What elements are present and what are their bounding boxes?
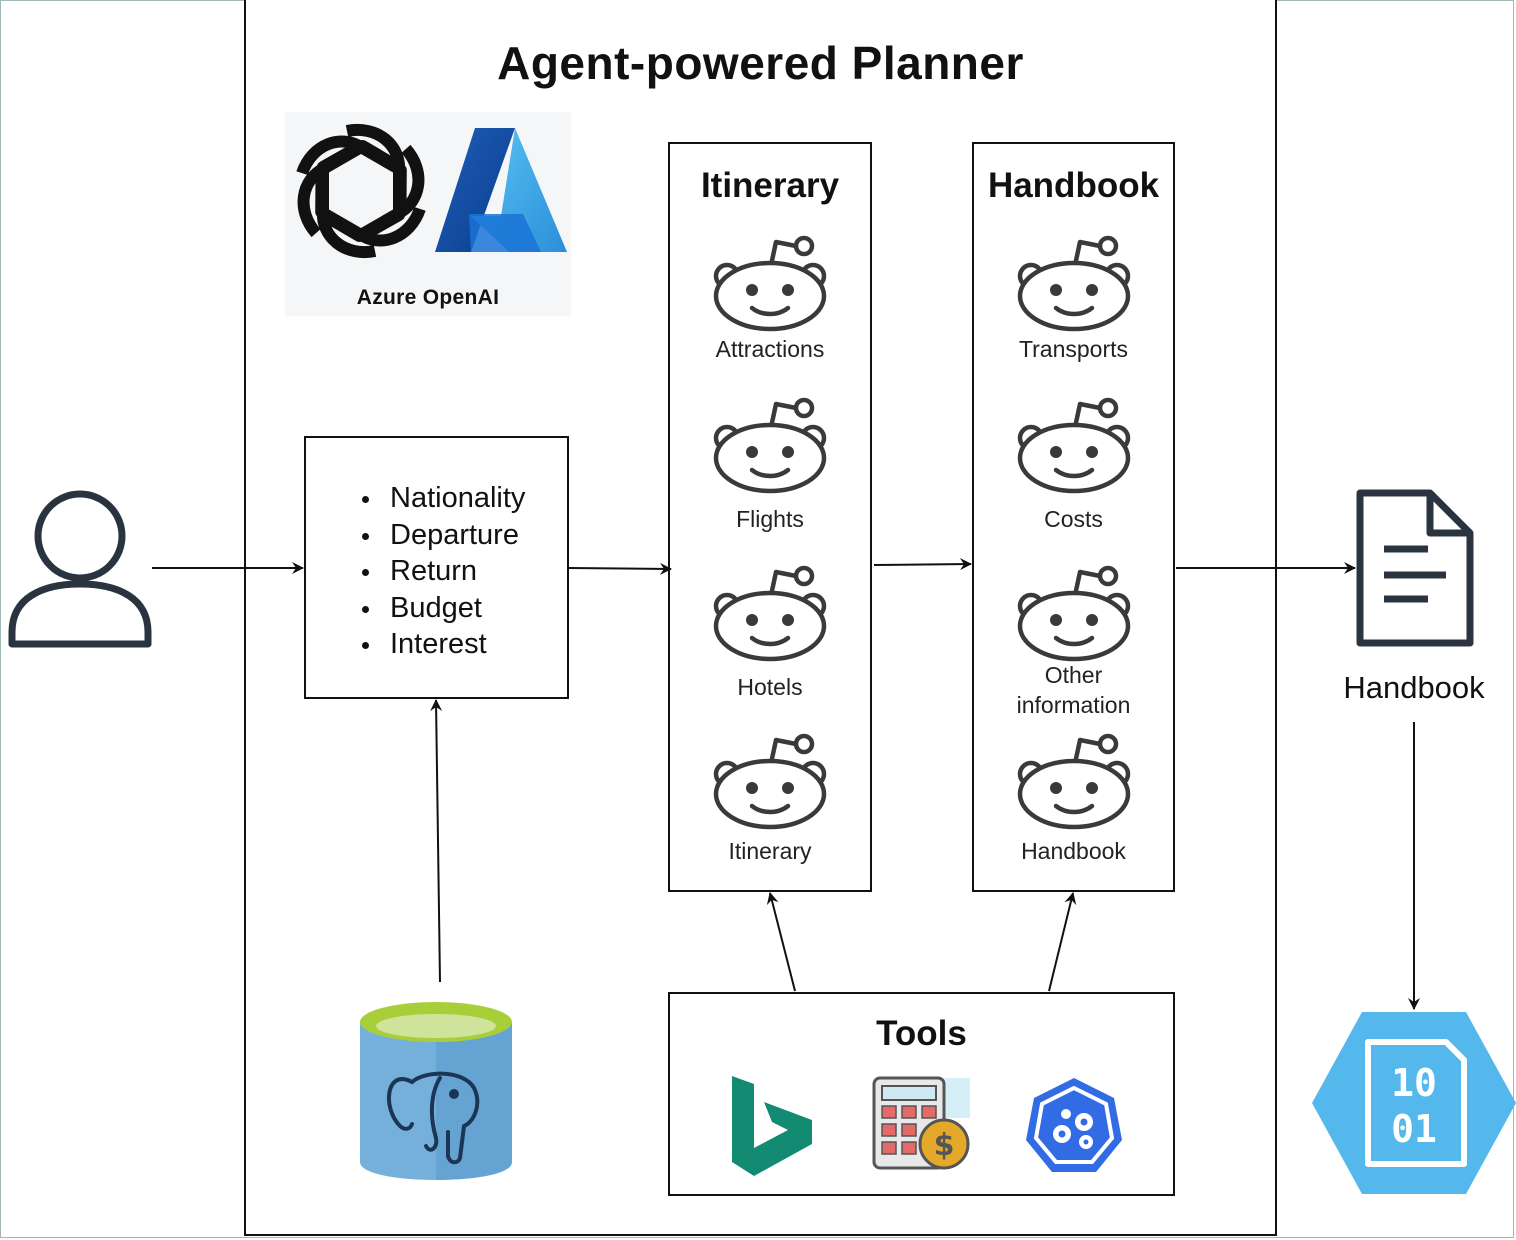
- agent-hotels: Hotels: [670, 564, 870, 702]
- trip-inputs-box: Nationality Departure Return Budget Inte…: [304, 436, 569, 699]
- postgresql-database-icon: [360, 1002, 512, 1180]
- input-item-budget: Budget: [358, 590, 525, 627]
- input-item-interest: Interest: [358, 626, 525, 663]
- robot-agent-icon: [710, 396, 830, 496]
- agent-label: Costs: [1044, 506, 1103, 532]
- azure-openai-logo: Azure OpenAI: [285, 112, 571, 316]
- itinerary-agent-group: Itinerary Attractions Flights Hotels Iti…: [668, 142, 872, 892]
- agent-label: Transports: [1018, 336, 1129, 362]
- robot-agent-icon: [710, 234, 830, 334]
- handbook-agent-group: Handbook Transports Costs Other informat…: [972, 142, 1175, 892]
- planner-title: Agent-powered Planner: [497, 37, 1024, 89]
- handbook-group-title: Handbook: [987, 166, 1160, 205]
- agent-label: Flights: [736, 506, 804, 532]
- input-item-return: Return: [358, 553, 525, 590]
- storage-glyph-bottom: 01: [1391, 1107, 1437, 1151]
- agent-attractions: Attractions: [670, 234, 870, 364]
- openai-logo-icon: [287, 116, 435, 266]
- agent-label: Attractions: [715, 336, 825, 362]
- input-list: Nationality Departure Return Budget Inte…: [358, 480, 525, 663]
- kubernetes-icon: [1026, 1078, 1122, 1172]
- agent-other-information: Other information: [974, 564, 1173, 720]
- input-item-nationality: Nationality: [358, 480, 525, 517]
- agent-itinerary: Itinerary: [670, 732, 870, 866]
- agent-transports: Transports: [974, 234, 1173, 364]
- document-icon: [1356, 489, 1474, 647]
- agent-label: Hotels: [737, 674, 803, 700]
- tools-box: Tools $: [668, 992, 1175, 1196]
- agent-label: Other information: [1016, 662, 1131, 718]
- agent-label: Handbook: [1021, 838, 1126, 864]
- robot-agent-icon: [1014, 234, 1134, 334]
- agent-label: Itinerary: [728, 838, 812, 864]
- itinerary-group-title: Itinerary: [700, 166, 840, 205]
- input-item-departure: Departure: [358, 517, 525, 554]
- azure-logo-icon: [435, 128, 567, 252]
- azure-openai-label: Azure OpenAI: [356, 286, 500, 309]
- robot-agent-icon: [1014, 396, 1134, 496]
- agent-handbook: Handbook: [974, 732, 1173, 866]
- svg-text:$: $: [934, 1128, 955, 1163]
- calculator-icon: $: [872, 1076, 970, 1170]
- agent-flights: Flights: [670, 396, 870, 534]
- robot-agent-icon: [1014, 732, 1134, 832]
- output-handbook-label: Handbook: [1343, 670, 1485, 705]
- tools-title: Tools: [876, 1014, 967, 1053]
- user-icon: [8, 490, 152, 648]
- agent-costs: Costs: [974, 396, 1173, 534]
- storage-glyph-top: 10: [1391, 1061, 1437, 1105]
- robot-agent-icon: [1014, 564, 1134, 664]
- robot-agent-icon: [710, 732, 830, 832]
- robot-agent-icon: [710, 564, 830, 664]
- blob-storage-icon: 10 01: [1312, 1012, 1516, 1194]
- bing-icon: [732, 1076, 812, 1176]
